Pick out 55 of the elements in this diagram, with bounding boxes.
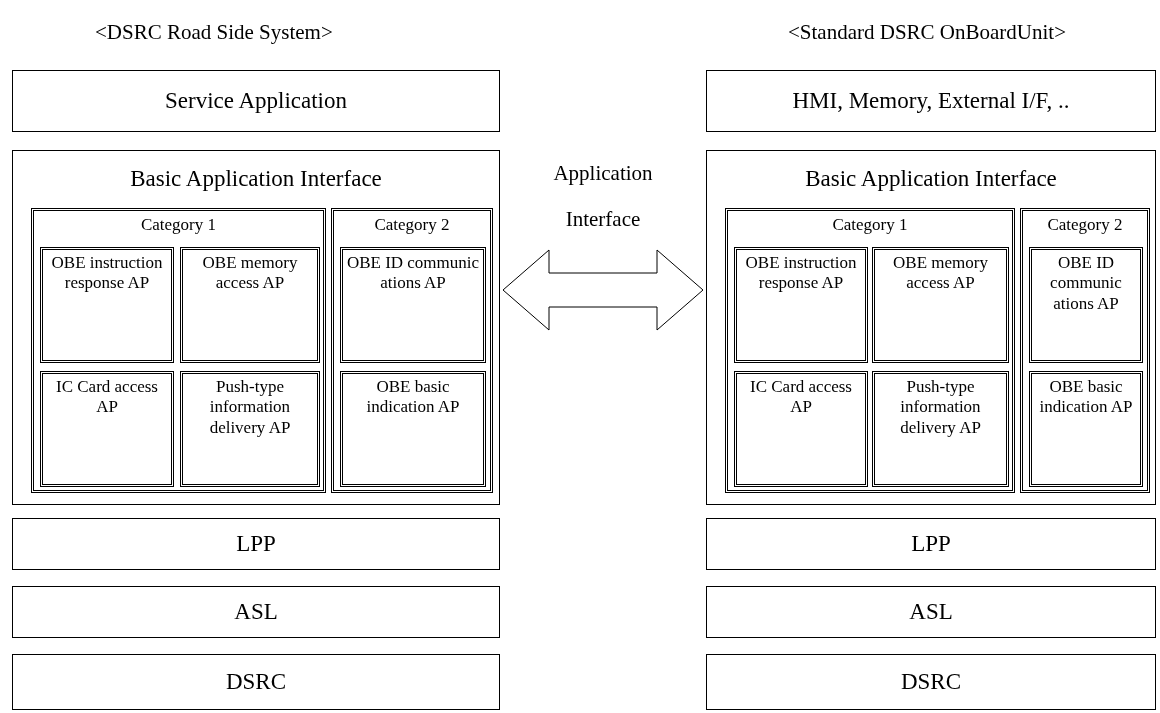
box-label: DSRC — [899, 668, 963, 696]
category-panel — [725, 208, 1015, 493]
application-box — [180, 247, 320, 363]
box-label: OBE ID communic ations AP — [1049, 253, 1123, 315]
category-heading: Category 2 — [1046, 215, 1124, 236]
stack-heading: <DSRC Road Side System> — [95, 20, 333, 45]
application-box — [872, 371, 1009, 487]
application-box — [40, 371, 174, 487]
box-label: OBE instruction response AP — [50, 253, 164, 294]
layer-box — [12, 586, 500, 638]
application-box — [1029, 247, 1143, 363]
box-label: OBE instruction response AP — [744, 253, 858, 294]
interface-panel — [12, 150, 500, 505]
layer-box — [12, 70, 500, 132]
application-box — [340, 371, 486, 487]
box-label: Push-type information delivery AP — [208, 377, 292, 439]
box-label: HMI, Memory, External I/F, .. — [791, 87, 1071, 115]
category-panel — [331, 208, 493, 493]
application-box — [734, 247, 868, 363]
application-box — [340, 247, 486, 363]
box-label: LPP — [910, 530, 952, 558]
box-label: DSRC — [224, 668, 288, 696]
panel-heading: Basic Application Interface — [129, 165, 383, 193]
application-box — [1029, 371, 1143, 487]
panel-heading: Basic Application Interface — [804, 165, 1058, 193]
interface-panel — [706, 150, 1156, 505]
box-label: Push-type information delivery AP — [899, 377, 982, 439]
box-label: Service Application — [163, 87, 348, 115]
layer-box — [12, 518, 500, 570]
layer-box — [12, 654, 500, 710]
box-label: ASL — [233, 598, 279, 626]
layer-box — [706, 654, 1156, 710]
application-box — [872, 247, 1009, 363]
application-box — [180, 371, 320, 487]
layer-box — [706, 70, 1156, 132]
category-heading: Category 1 — [139, 215, 218, 236]
box-label: LPP — [235, 530, 277, 558]
double-arrow — [502, 249, 704, 331]
layer-box — [706, 518, 1156, 570]
box-label: ASL — [908, 598, 954, 626]
stack-heading: <Standard DSRC OnBoardUnit> — [788, 20, 1066, 45]
box-label: OBE basic indication AP — [1038, 377, 1134, 418]
application-box — [734, 371, 868, 487]
category-panel — [31, 208, 326, 493]
box-label: OBE memory access AP — [201, 253, 299, 294]
category-heading: Category 2 — [373, 215, 451, 236]
box-label: OBE memory access AP — [892, 253, 989, 294]
category-heading: Category 1 — [831, 215, 909, 236]
box-label: OBE basic indication AP — [365, 377, 461, 418]
box-label: IC Card access AP — [749, 377, 853, 418]
layer-box — [706, 586, 1156, 638]
category-panel — [1020, 208, 1150, 493]
application-box — [40, 247, 174, 363]
box-label: IC Card access AP — [55, 377, 159, 418]
box-label: OBE ID communic ations AP — [345, 253, 481, 294]
